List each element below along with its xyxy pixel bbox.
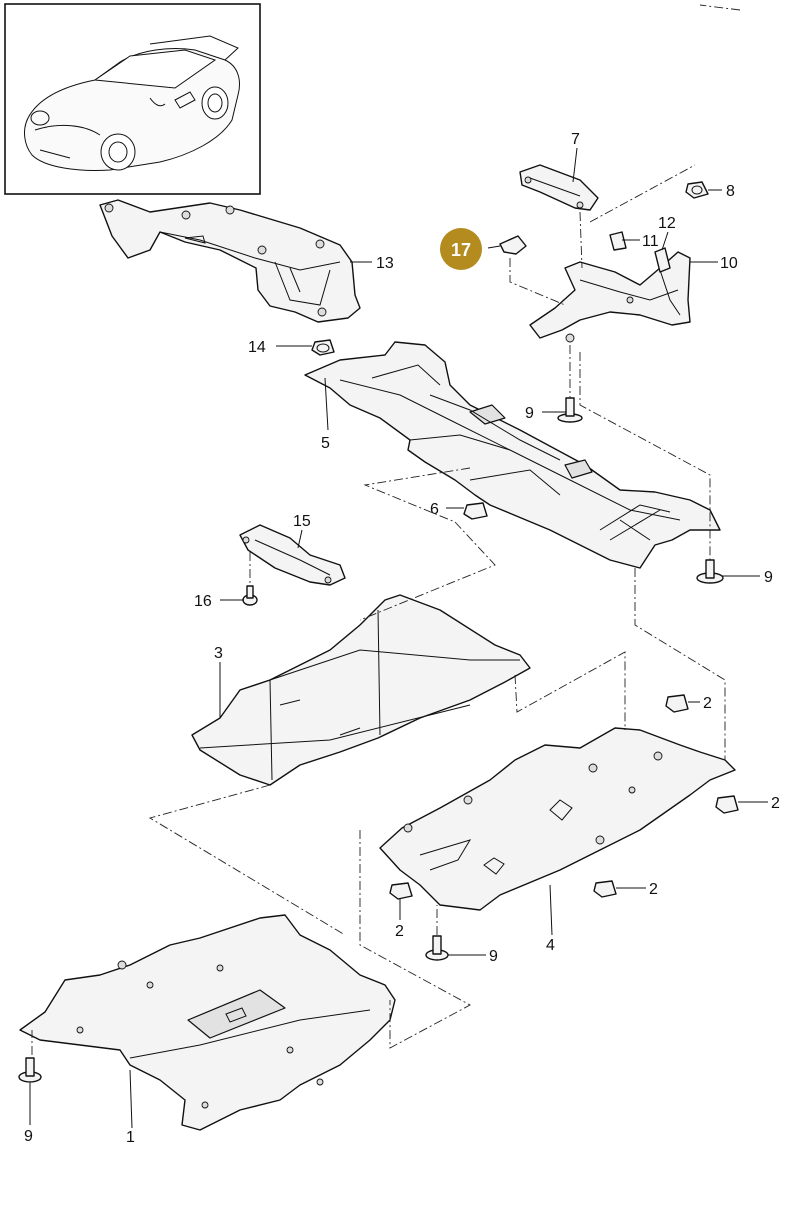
fastener-nut-2-d xyxy=(389,882,413,900)
callout-9-lower: 9 xyxy=(489,948,498,965)
part-1-main-underbody-panel xyxy=(19,914,396,1131)
car-illustration xyxy=(24,35,240,171)
fastener-screw-9-left xyxy=(18,1057,42,1083)
vehicle-inset xyxy=(4,3,261,195)
part-15-bracket xyxy=(239,524,346,586)
callout-8: 8 xyxy=(726,183,735,200)
callout-13: 13 xyxy=(376,255,394,272)
part-4-rear-shield xyxy=(379,727,736,911)
part-7-bracket xyxy=(519,164,599,211)
fastener-nut-2-a xyxy=(665,694,689,713)
part-10-side-bracket xyxy=(529,251,691,343)
leader-lines xyxy=(29,147,768,1129)
callout-15: 15 xyxy=(293,513,311,530)
callout-7: 7 xyxy=(571,131,580,148)
fastener-screw-16 xyxy=(242,585,258,606)
fastener-nut-6 xyxy=(463,502,488,520)
callout-9-upper: 9 xyxy=(525,405,534,422)
part-13-front-bracket xyxy=(99,199,361,323)
callout-14: 14 xyxy=(248,339,266,356)
part-12-clip xyxy=(654,247,671,273)
highlight-badge-17: 17 xyxy=(440,228,482,270)
badge-17-label: 17 xyxy=(451,240,471,260)
callout-3: 3 xyxy=(214,645,223,662)
callout-2-d: 2 xyxy=(395,923,404,940)
fastener-nut-2-c xyxy=(593,880,617,898)
part-3-center-tray xyxy=(191,594,531,786)
callout-2-b: 2 xyxy=(771,795,780,812)
fastener-nut-2-b xyxy=(715,795,739,814)
fastener-screw-9-lower xyxy=(425,935,449,961)
callout-10: 10 xyxy=(720,255,738,272)
fastener-screw-9-right xyxy=(696,559,724,584)
callout-1: 1 xyxy=(126,1129,135,1146)
part-11-clip xyxy=(609,231,627,251)
callout-4: 4 xyxy=(546,937,555,954)
callout-9-right: 9 xyxy=(764,569,773,586)
part-14-nut xyxy=(311,339,335,356)
callout-9-left: 9 xyxy=(24,1128,33,1145)
callout-5: 5 xyxy=(321,435,330,452)
callout-2-a: 2 xyxy=(703,695,712,712)
callout-2-c: 2 xyxy=(649,881,658,898)
callout-labels: 13 14 5 7 8 11 12 10 9 6 9 15 16 3 2 2 2… xyxy=(24,131,780,1146)
part-8-nut xyxy=(685,181,709,199)
part-5-cross-member xyxy=(304,341,721,569)
assembly-lines xyxy=(31,4,741,1055)
callout-6: 6 xyxy=(430,501,439,518)
callout-11: 11 xyxy=(642,233,659,250)
fastener-screw-9-upper xyxy=(557,397,583,423)
part-17-clip xyxy=(499,235,527,255)
callout-12: 12 xyxy=(658,215,676,232)
callout-16: 16 xyxy=(194,593,212,610)
